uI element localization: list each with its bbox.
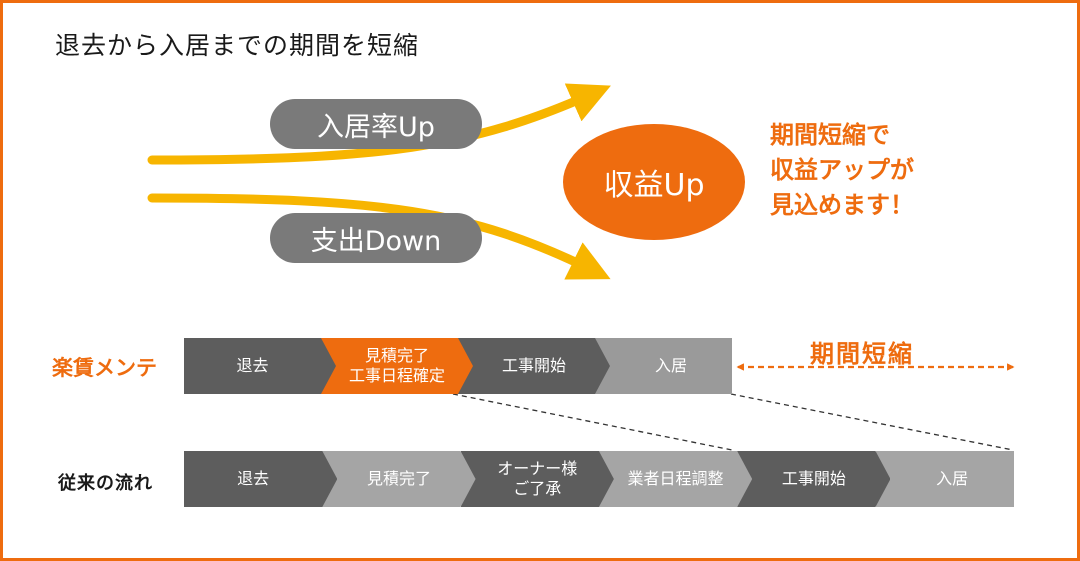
- down-curve-arrow: [147, 193, 611, 280]
- conventional-step-4: 業者日程調整: [598, 451, 753, 507]
- rakuchin-step-2-text: 見積完了: [364, 346, 429, 365]
- conventional-step-1: 退去: [184, 451, 338, 507]
- conventional-step-3-text: オーナー様: [497, 459, 578, 478]
- rakuchin-flow: 退去 見積完了工事日程確定 工事開始 入居: [184, 338, 732, 394]
- dashed-guide-left: [452, 393, 733, 451]
- conventional-step-3-text: ご了承: [513, 479, 562, 498]
- rakuchin-step-2: 見積完了工事日程確定: [321, 338, 473, 394]
- revenue-up-ellipse: 収益Up: [563, 124, 745, 240]
- rakuchin-step-4: 入居: [595, 338, 732, 394]
- conventional-step-5-text: 工事開始: [781, 469, 846, 488]
- benefit-line-2: 収益アップが: [770, 155, 914, 184]
- conventional-step-6: 入居: [875, 451, 1014, 507]
- rakuchin-label: 楽賃メンテ: [52, 356, 157, 380]
- page-title: 退去から入居までの期間を短縮: [55, 31, 420, 60]
- occupancy-up-pill: 入居率Up: [270, 99, 482, 149]
- rakuchin-step-4-text: 入居: [654, 356, 687, 375]
- benefit-line-1: 期間短縮で: [770, 121, 890, 149]
- conventional-step-1-text: 退去: [237, 469, 270, 488]
- benefit-message: 期間短縮で 収益アップが 見込めます！: [770, 118, 914, 222]
- benefit-line-3: 見込めます！: [770, 190, 914, 219]
- expense-down-pill: 支出Down: [270, 213, 482, 263]
- conventional-flow: 退去見積完了オーナー様ご了承業者日程調整工事開始入居: [184, 451, 1014, 507]
- conventional-step-5: 工事開始: [737, 451, 891, 507]
- rakuchin-step-1: 退去: [184, 338, 336, 394]
- rakuchin-step-3: 工事開始: [458, 338, 610, 394]
- conventional-step-4-text: 業者日程調整: [627, 469, 724, 488]
- conventional-step-2: 見積完了: [322, 451, 476, 507]
- conventional-step-2-text: 見積完了: [366, 469, 431, 488]
- rakuchin-step-1-text: 退去: [236, 356, 269, 375]
- conventional-step-6-text: 入居: [936, 469, 969, 488]
- rakuchin-step-2-text: 工事日程確定: [348, 366, 445, 385]
- conventional-step-3: オーナー様ご了承: [460, 451, 614, 507]
- conventional-label: 従来の流れ: [58, 473, 153, 494]
- dashed-guide-right: [730, 393, 1014, 451]
- shrink-label: 期間短縮: [810, 340, 914, 368]
- rakuchin-step-3-text: 工事開始: [501, 356, 566, 375]
